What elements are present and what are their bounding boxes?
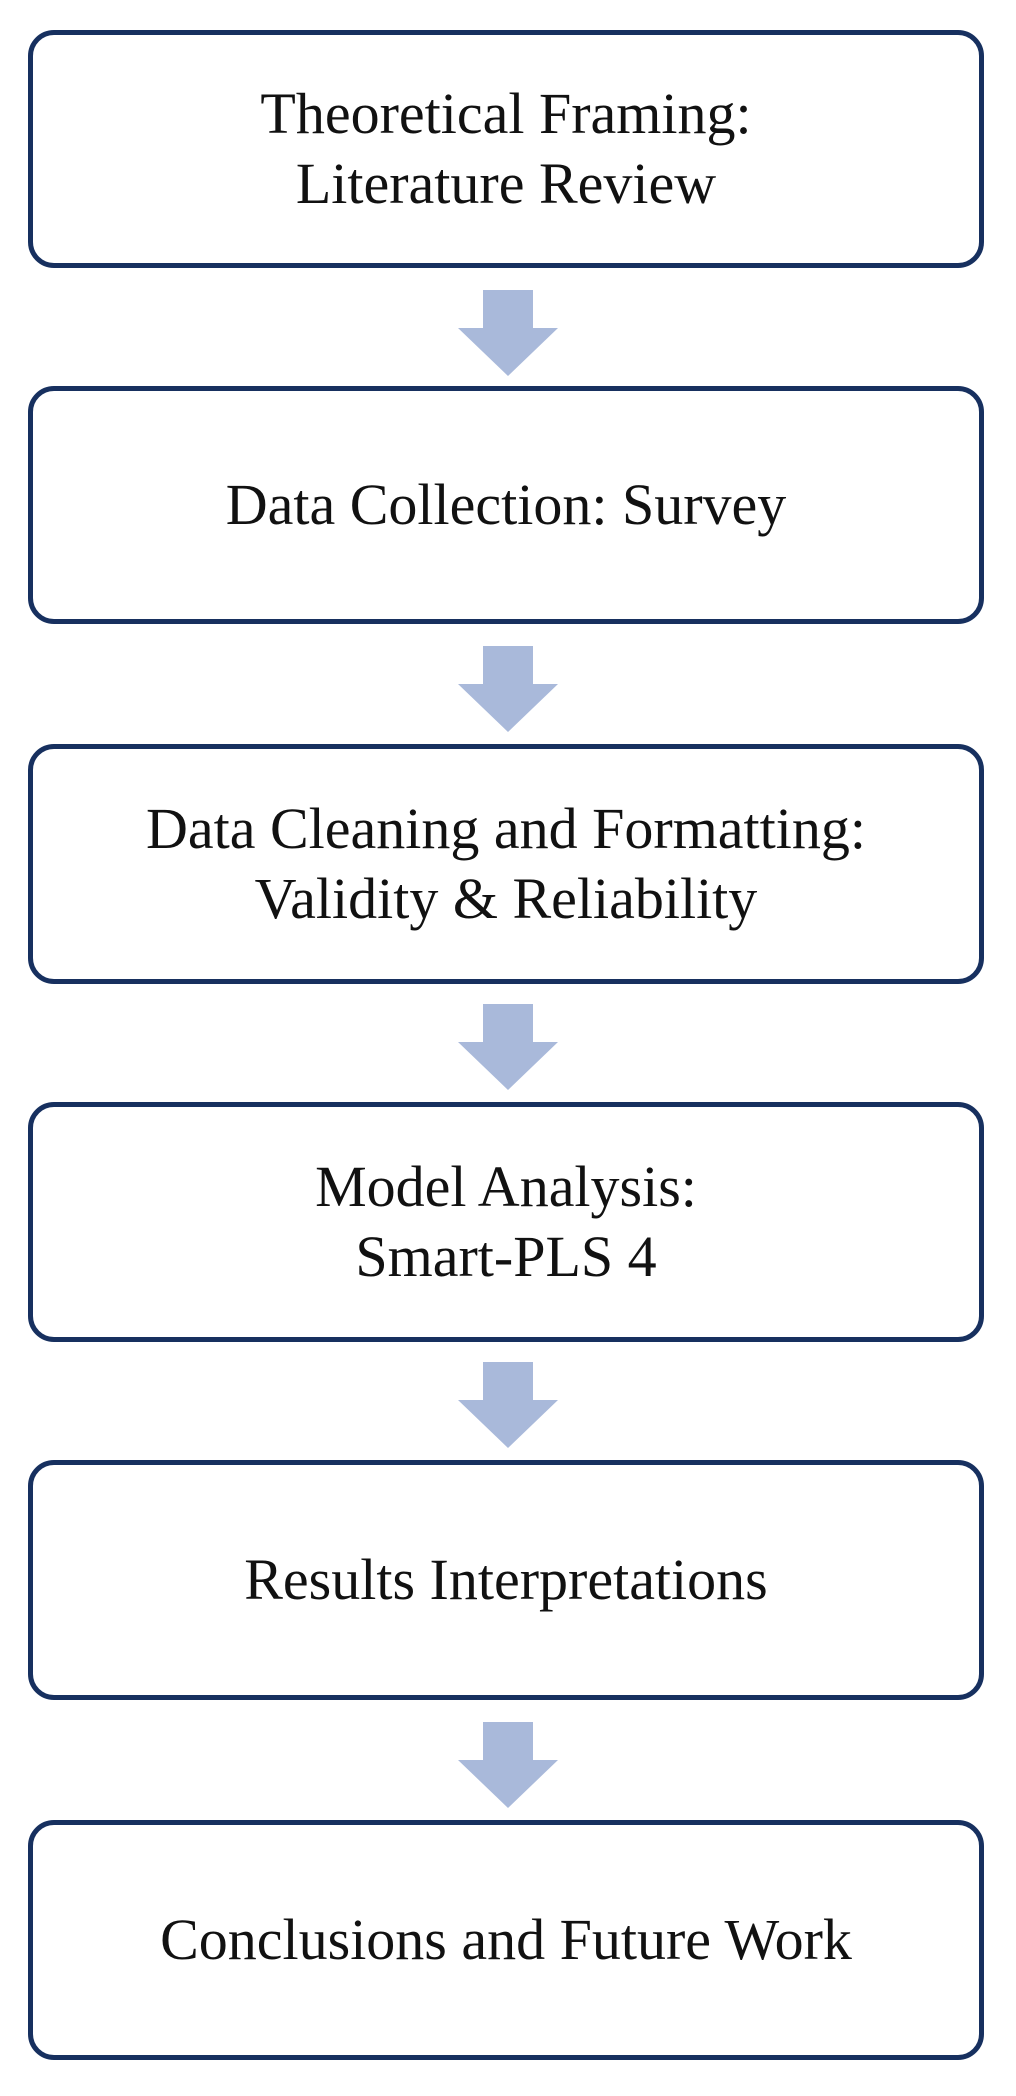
step-results-interpretations: Results Interpretations bbox=[28, 1460, 984, 1700]
step-data-collection: Data Collection: Survey bbox=[28, 386, 984, 624]
down-arrow-icon bbox=[458, 1004, 558, 1090]
step-title: Results Interpretations bbox=[244, 1547, 768, 1612]
down-arrow-icon bbox=[458, 1722, 558, 1808]
step-theoretical-framing: Theoretical Framing: Literature Review bbox=[28, 30, 984, 268]
step-subtitle: Smart-PLS 4 bbox=[355, 1224, 657, 1289]
step-data-cleaning: Data Cleaning and Formatting: Validity &… bbox=[28, 744, 984, 984]
step-title: Data Collection: Survey bbox=[225, 472, 787, 537]
down-arrow-icon bbox=[458, 646, 558, 732]
down-arrow-icon bbox=[458, 290, 558, 376]
down-arrow-icon bbox=[458, 1362, 558, 1448]
step-conclusions: Conclusions and Future Work bbox=[28, 1820, 984, 2060]
step-title: Model Analysis: bbox=[315, 1154, 697, 1219]
step-model-analysis: Model Analysis: Smart-PLS 4 bbox=[28, 1102, 984, 1342]
step-title: Conclusions and Future Work bbox=[160, 1907, 852, 1972]
step-subtitle: Validity & Reliability bbox=[254, 866, 758, 931]
step-title: Data Cleaning and Formatting: bbox=[145, 796, 866, 861]
step-subtitle: Literature Review bbox=[295, 151, 717, 216]
step-title: Theoretical Framing: bbox=[260, 81, 752, 146]
